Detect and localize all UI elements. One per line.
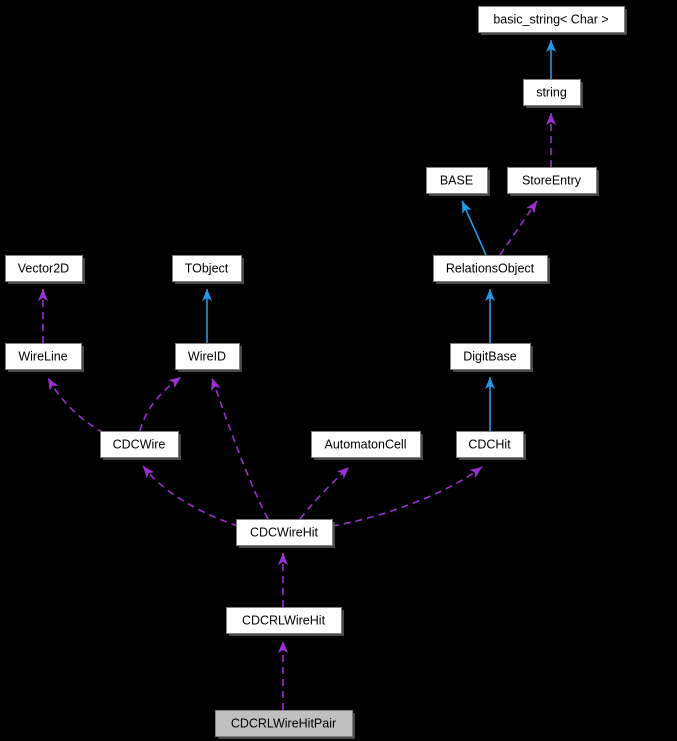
class-node-cdcrlwirehit[interactable]: CDCRLWireHit	[226, 607, 345, 637]
edge-cdcwirehit-to-automatoncell	[299, 466, 350, 520]
node-box[interactable]	[5, 343, 82, 370]
class-node-store_entry[interactable]: StoreEntry	[507, 167, 600, 197]
edge-cdcwirehit-to-cdcwire	[142, 465, 239, 527]
edge-line	[142, 465, 239, 527]
edge-arrowhead	[485, 289, 495, 301]
edge-arrowhead	[211, 378, 221, 391]
node-label: RelationsObject	[446, 261, 535, 275]
class-node-string[interactable]: string	[523, 79, 584, 109]
class-node-base[interactable]: BASE	[426, 167, 491, 197]
edge-line	[331, 466, 483, 527]
edge-arrowhead	[485, 377, 495, 389]
node-box[interactable]	[433, 255, 548, 282]
node-box[interactable]	[311, 431, 421, 458]
node-label: CDCRLWireHitPair	[231, 716, 336, 730]
edge-arrowhead	[546, 40, 556, 52]
class-node-vector2d[interactable]: Vector2D	[5, 255, 86, 285]
edge-cdcwire-to-wireid	[139, 376, 182, 432]
node-label: CDCHit	[468, 437, 511, 451]
edge-arrowhead	[278, 641, 288, 653]
class-node-relations_object[interactable]: RelationsObject	[433, 255, 551, 285]
edge-arrowhead	[143, 466, 155, 479]
node-box[interactable]	[175, 343, 240, 370]
node-box[interactable]	[172, 255, 242, 282]
edge-arrowhead	[202, 289, 212, 301]
node-label: StoreEntry	[522, 173, 582, 187]
edge-line	[299, 466, 350, 520]
edge-arrowhead	[526, 201, 537, 214]
class-node-wireid[interactable]: WireID	[175, 343, 243, 373]
class-node-basic_string[interactable]: basic_string< Char >	[478, 6, 628, 36]
node-box[interactable]	[215, 710, 353, 737]
node-label: CDCRLWireHit	[242, 613, 326, 627]
class-node-automatoncell[interactable]: AutomatonCell	[311, 431, 424, 461]
edge-arrowhead	[462, 201, 472, 214]
node-box[interactable]	[226, 607, 342, 634]
edge-line	[461, 200, 487, 256]
edge-arrowhead	[38, 289, 48, 301]
edge-arrowhead	[546, 113, 556, 125]
node-box[interactable]	[450, 343, 531, 370]
node-label: basic_string< Char >	[493, 12, 608, 26]
edge-arrowhead	[168, 377, 181, 389]
edges-layer	[38, 40, 556, 710]
class-node-cdcwirehit[interactable]: CDCWireHit	[236, 519, 336, 549]
node-box[interactable]	[507, 167, 597, 194]
node-box[interactable]	[236, 519, 333, 546]
edge-line	[499, 200, 538, 256]
class-node-cdchit[interactable]: CDCHit	[456, 431, 527, 461]
node-label: TObject	[185, 261, 229, 275]
class-node-digitbase[interactable]: DigitBase	[450, 343, 534, 373]
node-box[interactable]	[5, 255, 83, 282]
edge-cdcrlwirehitpair-to-cdcrlwirehit	[278, 641, 288, 710]
node-box[interactable]	[100, 431, 179, 458]
node-label: WireID	[188, 349, 226, 363]
node-label: CDCWire	[113, 437, 166, 451]
edge-wireline-to-vector2d	[38, 289, 48, 343]
edge-arrowhead	[336, 467, 349, 479]
edge-string-to-basic_string	[546, 40, 556, 79]
node-box[interactable]	[426, 167, 488, 194]
edge-cdcwirehit-to-wireid	[211, 377, 269, 520]
node-box[interactable]	[456, 431, 524, 458]
edge-arrowhead	[469, 467, 482, 479]
edge-store_entry-to-string	[546, 113, 556, 167]
class-node-tobject[interactable]: TObject	[172, 255, 245, 285]
edge-arrowhead	[278, 553, 288, 565]
edge-wireid-to-tobject	[202, 289, 212, 343]
edge-cdcwirehit-to-cdchit	[331, 466, 483, 527]
edge-cdchit-to-digitbase	[485, 377, 495, 431]
node-label: DigitBase	[463, 349, 517, 363]
edge-relations_object-to-base	[461, 200, 487, 256]
edge-arrowhead	[48, 378, 59, 391]
node-label: BASE	[440, 173, 473, 187]
node-box[interactable]	[478, 6, 625, 33]
node-label: WireLine	[18, 349, 67, 363]
edge-line	[47, 377, 105, 434]
edge-cdcrlwirehit-to-cdcwirehit	[278, 553, 288, 607]
node-label: Vector2D	[18, 261, 69, 275]
class-node-cdcrlwirehitpair[interactable]: CDCRLWireHitPair	[215, 710, 356, 740]
node-label: string	[536, 85, 567, 99]
node-label: AutomatonCell	[325, 437, 407, 451]
edge-digitbase-to-relations_object	[485, 289, 495, 343]
edge-relations_object-to-store_entry	[499, 200, 538, 256]
node-label: CDCWireHit	[250, 525, 319, 539]
class-node-cdcwire[interactable]: CDCWire	[100, 431, 182, 461]
edge-cdcwire-to-wireline	[47, 377, 105, 434]
class-node-wireline[interactable]: WireLine	[5, 343, 85, 373]
edge-line	[211, 377, 269, 520]
node-box[interactable]	[523, 79, 581, 106]
